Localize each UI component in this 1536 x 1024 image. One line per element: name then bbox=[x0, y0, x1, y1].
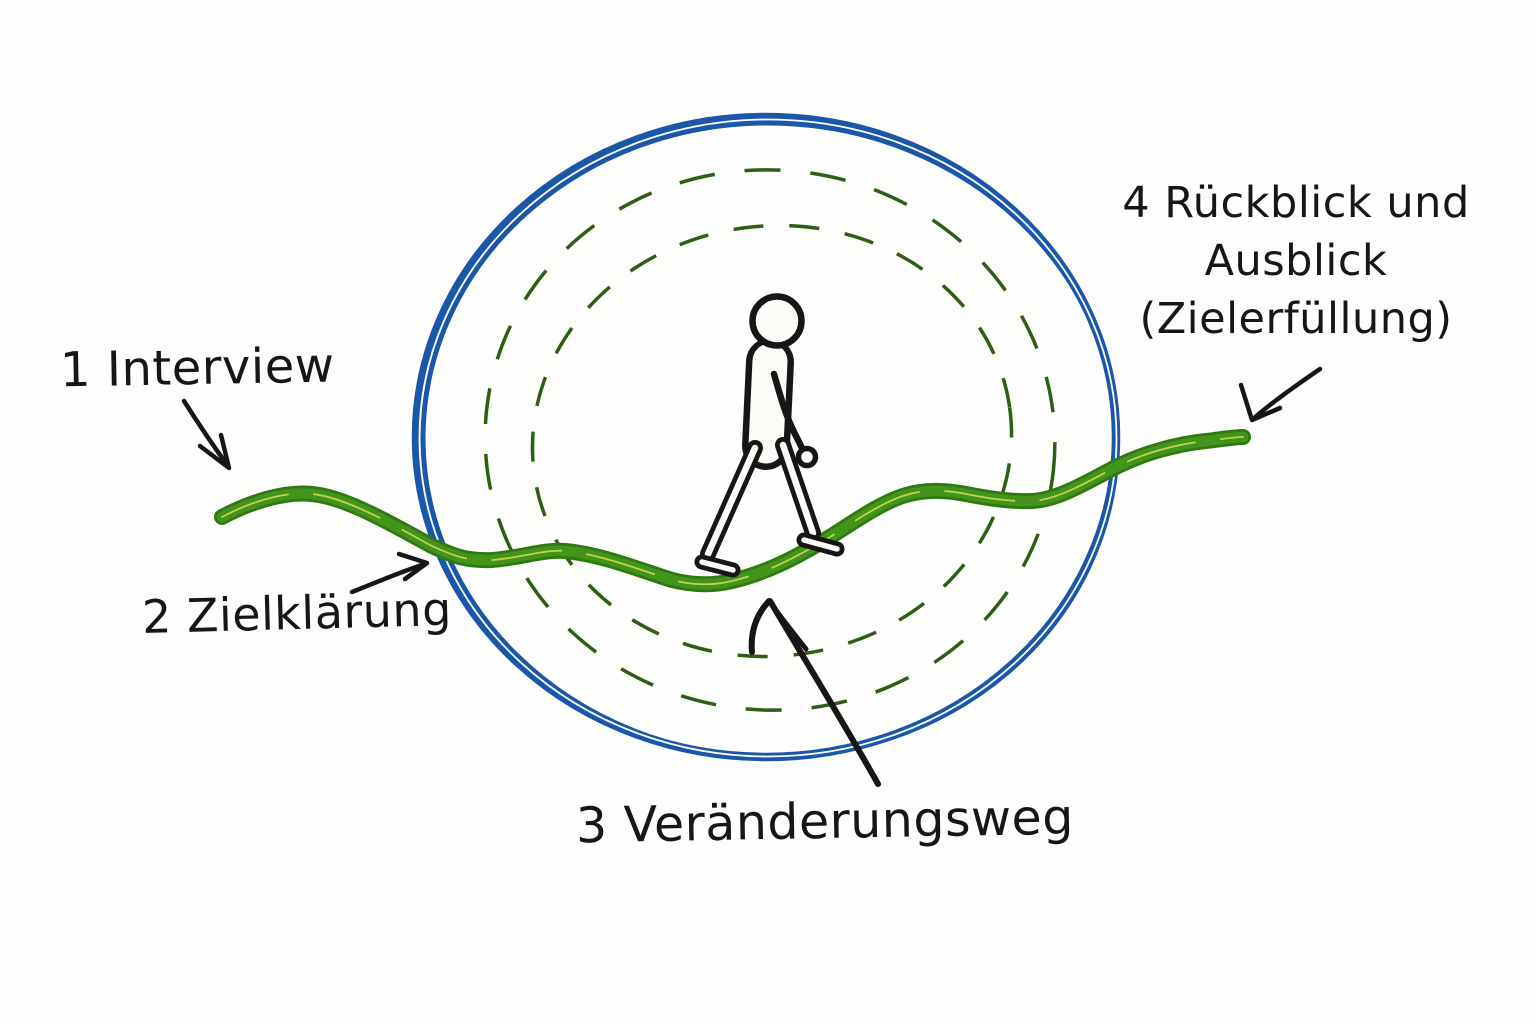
dashed-circle-outer bbox=[483, 168, 1057, 712]
arrow-step1-shaft bbox=[181, 398, 231, 469]
arrow-step3-head-right bbox=[766, 598, 809, 652]
torso-fill bbox=[748, 343, 788, 464]
back-leg-fill bbox=[704, 444, 759, 558]
arrow-step1 bbox=[181, 398, 232, 471]
label-step3-veraenderungsweg: 3 Veränderungsweg bbox=[575, 788, 1075, 855]
arrow-step3 bbox=[748, 598, 881, 787]
annotation-arrows bbox=[181, 366, 1323, 787]
change-path bbox=[214, 429, 1251, 593]
arrow-step4-shaft bbox=[1250, 366, 1323, 422]
arm-line bbox=[770, 370, 808, 456]
label-step4-line3: (Zielerfüllung) bbox=[1139, 294, 1453, 344]
arrow-step1-head bbox=[197, 432, 232, 471]
head-circle bbox=[749, 293, 805, 349]
outer-circle-seam bbox=[418, 118, 1118, 758]
label-step4-rueckblick: 4 Rückblick und Ausblick (Zielerfüllung) bbox=[1108, 174, 1484, 348]
label-step4-line2: Ausblick bbox=[1204, 236, 1388, 286]
label-step1-interview: 1 Interview bbox=[59, 337, 335, 399]
change-path-stripe bbox=[221, 436, 1244, 586]
walking-person-icon bbox=[694, 293, 845, 578]
back-foot-fill bbox=[699, 559, 736, 573]
arrow-step2-shaft bbox=[349, 561, 428, 595]
label-step2-zielklaerung: 2 Zielklärung bbox=[141, 581, 453, 645]
arrow-step2-head bbox=[396, 551, 430, 582]
arrow-step4-head bbox=[1238, 382, 1283, 423]
arrow-step2 bbox=[349, 551, 430, 595]
arrow-step4 bbox=[1238, 366, 1323, 423]
front-leg-fill bbox=[779, 441, 817, 537]
hand-circle bbox=[795, 445, 819, 469]
front-foot-fill bbox=[801, 537, 840, 552]
label-step4-line1: 4 Rückblick und bbox=[1122, 178, 1470, 228]
arrow-step3-head-left bbox=[748, 598, 772, 655]
